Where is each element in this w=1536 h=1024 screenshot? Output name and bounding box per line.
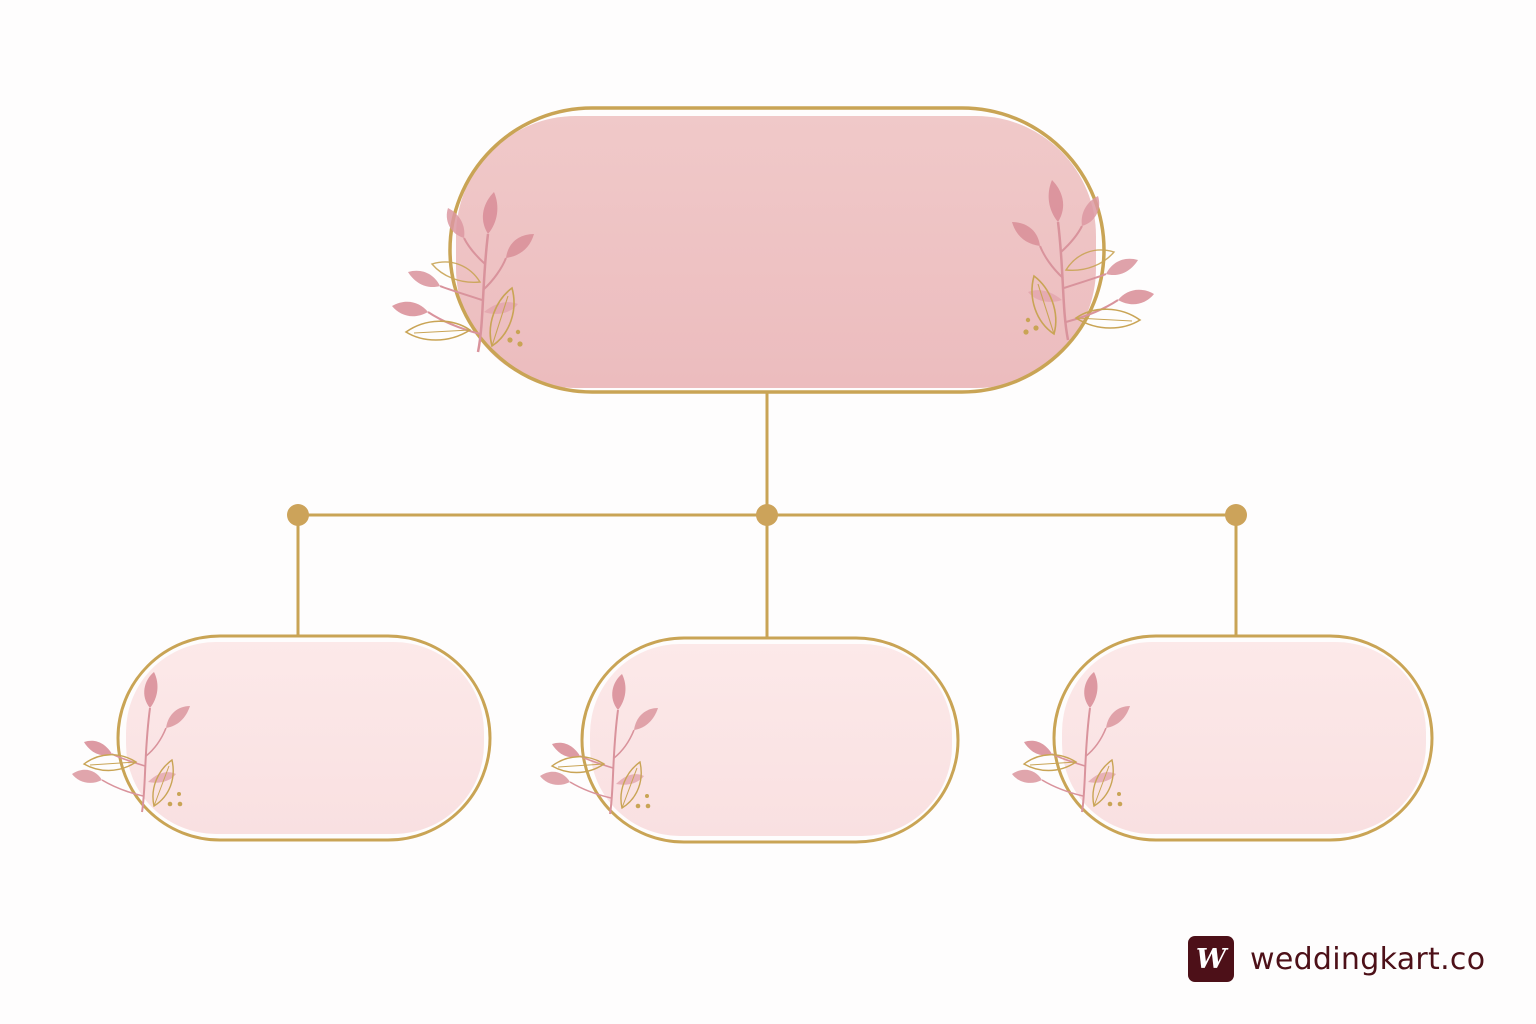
child-node-2-fill <box>590 644 952 836</box>
junction-dot-left <box>287 504 309 526</box>
child-node-1-fill <box>126 642 484 834</box>
junction-dot-right <box>1225 504 1247 526</box>
brand-text: weddingkart.co <box>1250 941 1486 977</box>
junction-dot-center <box>756 504 778 526</box>
child-node-3-border <box>1052 634 1434 842</box>
root-node-fill <box>456 116 1096 388</box>
child-node-2-border <box>580 636 960 844</box>
root-node <box>390 106 1156 394</box>
brand-watermark[interactable]: W weddingkart.co <box>1188 934 1485 984</box>
child-node-3 <box>1011 634 1434 842</box>
child-node-1-border <box>116 634 492 842</box>
child-node-1 <box>71 634 492 842</box>
brand-logo-letter: W <box>1195 943 1227 975</box>
child-node-3-fill <box>1062 642 1426 834</box>
brand-logo-icon: W <box>1188 936 1234 982</box>
child-node-2 <box>539 636 960 844</box>
